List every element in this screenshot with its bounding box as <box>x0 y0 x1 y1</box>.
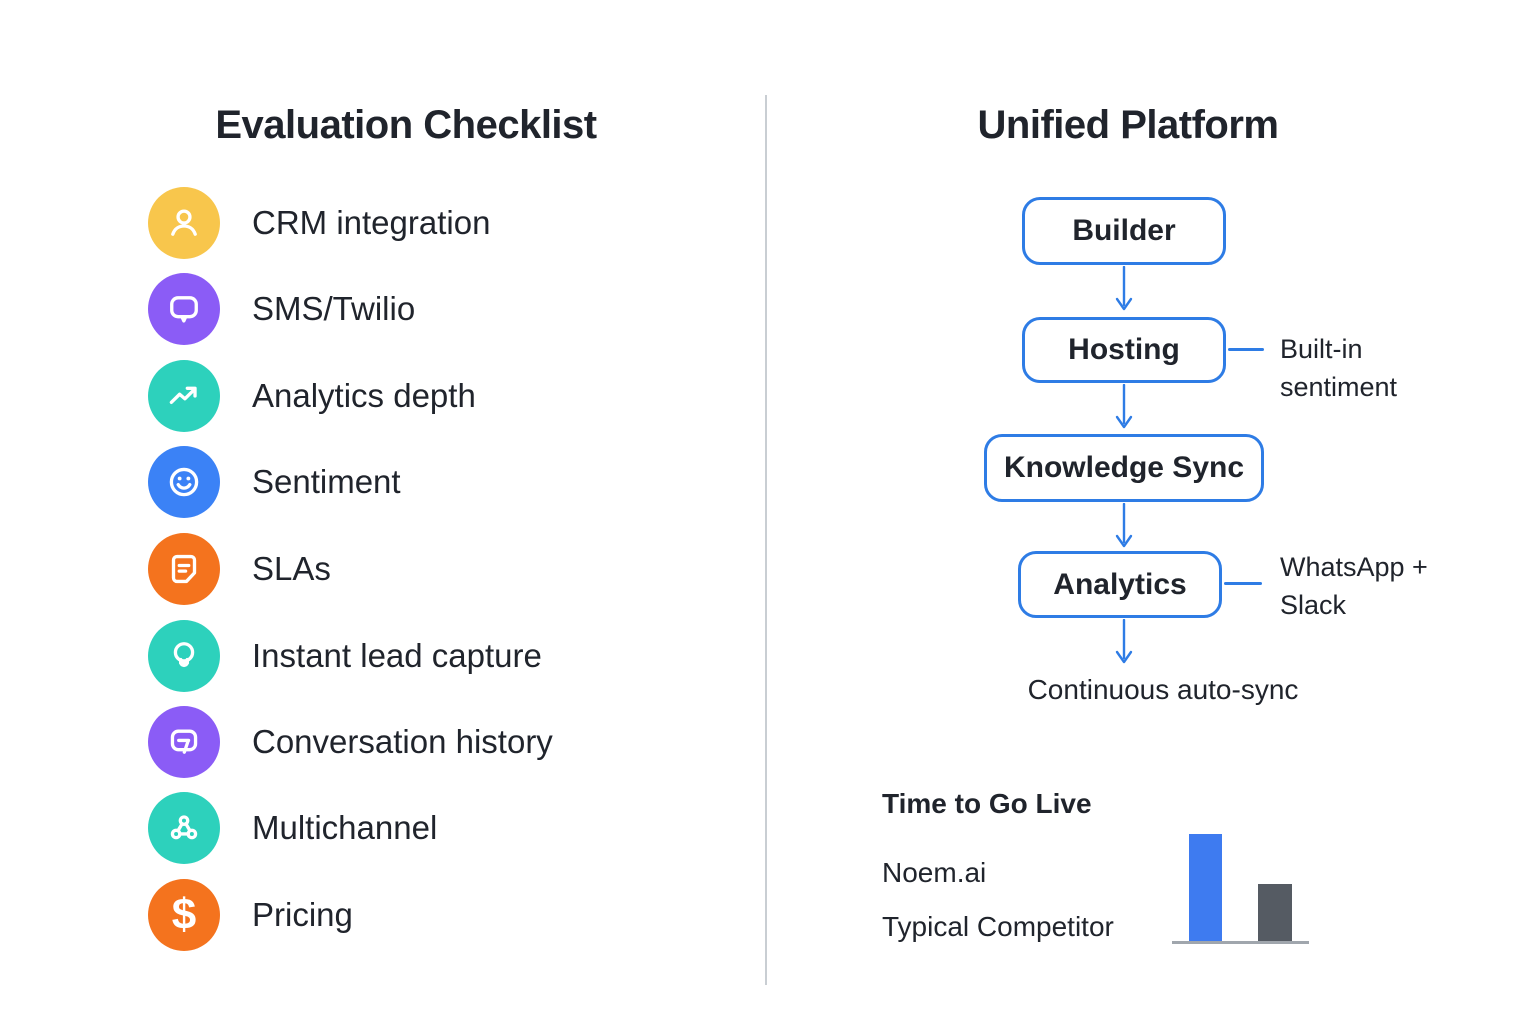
arrow-down-icon <box>1115 619 1133 664</box>
analytics-annotation: WhatsApp + Slack <box>1280 552 1428 620</box>
dollar-icon: $ <box>148 879 220 951</box>
arrow-down-icon <box>1115 266 1133 311</box>
unified-platform-panel: Unified Platform Builder Hosting Built-i… <box>766 0 1536 1024</box>
chat-bubble-icon <box>148 273 220 345</box>
checklist-item-label: Sentiment <box>252 463 401 500</box>
flow-node-label: Hosting <box>1068 333 1180 366</box>
flow-node-label: Builder <box>1072 214 1176 247</box>
checklist-item-crm: CRM integration <box>148 187 490 259</box>
flow-node-label: Knowledge Sync <box>1003 451 1245 484</box>
chat-history-icon <box>148 706 220 778</box>
flow-node-hosting: Hosting <box>1022 317 1226 383</box>
annotation-connector <box>1224 582 1262 585</box>
flow-footer-text: Continuous auto-sync <box>1027 674 1299 705</box>
checklist-item-lead-capture: Instant lead capture <box>148 620 542 692</box>
network-icon <box>148 792 220 864</box>
chart-baseline <box>1172 941 1309 944</box>
checklist-item-label: SMS/Twilio <box>252 290 416 327</box>
arrow-down-icon <box>1115 384 1133 429</box>
checklist-item-label: Conversation history <box>252 723 553 760</box>
checklist-item-sentiment: Sentiment <box>148 446 401 518</box>
note-icon <box>148 533 220 605</box>
evaluation-checklist-panel: Evaluation Checklist CRM integration SMS… <box>0 0 766 1024</box>
checklist-item-slas: SLAs <box>148 533 331 605</box>
checklist-item-sms: SMS/Twilio <box>148 273 415 345</box>
checklist-item-label: Analytics depth <box>252 377 476 414</box>
checklist-item-analytics: Analytics depth <box>148 360 476 432</box>
flow-node-knowledge-sync: Knowledge Sync <box>984 434 1264 502</box>
flow-node-builder: Builder <box>1022 197 1226 265</box>
bar-typical-competitor <box>1258 884 1292 941</box>
chart-category-label: Noem.ai <box>882 857 987 888</box>
platform-title: Unified Platform <box>977 103 1279 147</box>
flow-node-analytics: Analytics <box>1018 551 1222 618</box>
checklist-item-conversation-history: Conversation history <box>148 706 553 778</box>
hosting-annotation: Built-in sentiment <box>1280 334 1398 402</box>
checklist-item-pricing: $ Pricing <box>148 879 353 951</box>
chart-title: Time to Go Live <box>882 788 1092 819</box>
checklist-item-label: SLAs <box>252 550 331 587</box>
dollar-glyph: $ <box>171 890 197 939</box>
smiley-icon <box>148 446 220 518</box>
chart-category-label: Typical Competitor <box>882 911 1114 942</box>
bar-noem-ai <box>1189 834 1222 941</box>
trend-up-icon <box>148 360 220 432</box>
checklist-item-multichannel: Multichannel <box>148 792 437 864</box>
checklist-item-label: Instant lead capture <box>252 637 542 674</box>
arrow-down-icon <box>1115 503 1133 548</box>
panel-divider <box>765 95 767 985</box>
user-icon <box>148 187 220 259</box>
flow-node-label: Analytics <box>1053 567 1187 601</box>
checklist-item-label: CRM integration <box>252 204 491 241</box>
lightbulb-icon <box>148 620 220 692</box>
annotation-connector <box>1228 348 1264 351</box>
checklist-item-label: Pricing <box>252 896 353 933</box>
checklist-title: Evaluation Checklist <box>215 103 597 147</box>
checklist-item-label: Multichannel <box>252 809 438 846</box>
